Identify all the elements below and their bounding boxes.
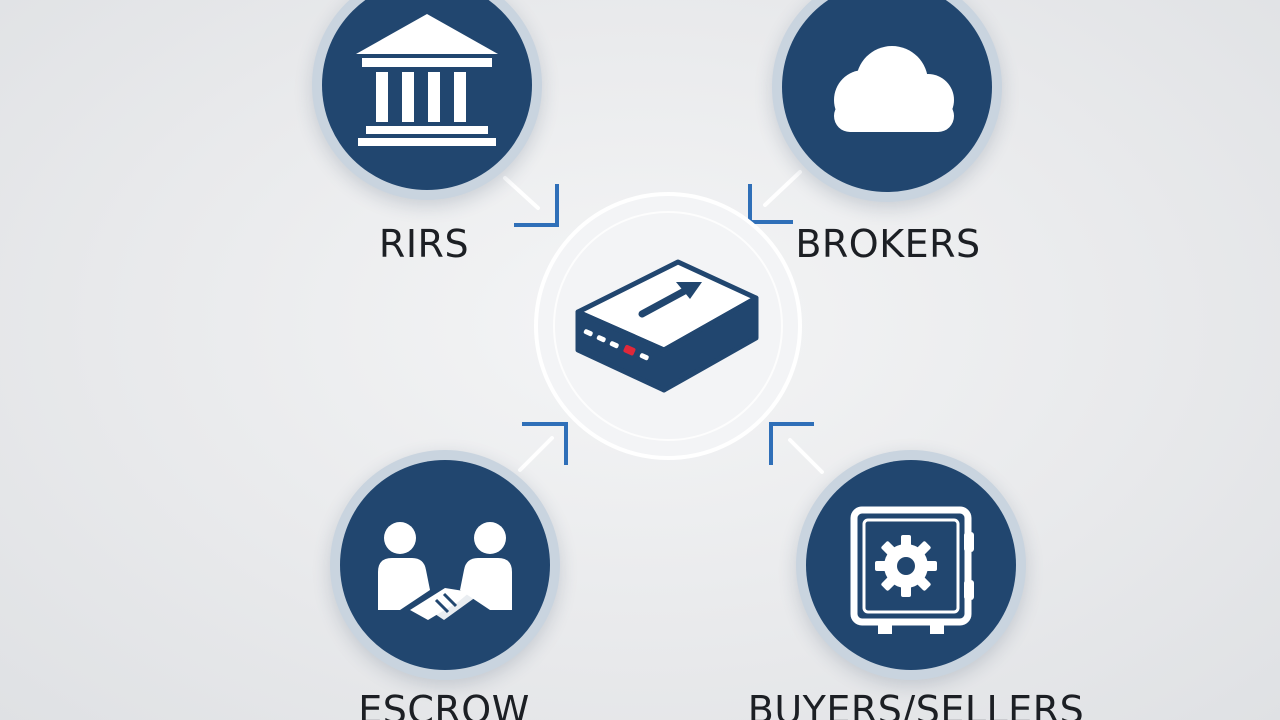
label-escrow: ESCROW xyxy=(358,688,530,720)
node-brokers xyxy=(772,0,1002,202)
node-rirs xyxy=(312,0,542,200)
node-buyers-sellers-disc xyxy=(806,460,1016,670)
label-buyers-sellers: BUYERS/SELLERS xyxy=(747,688,1085,720)
label-brokers: BROKERS xyxy=(795,222,981,266)
red-indicator-light xyxy=(623,344,636,356)
cloud-icon xyxy=(834,46,954,132)
node-rirs-disc xyxy=(322,0,532,190)
connector-escrow xyxy=(518,436,554,472)
connector-rirs xyxy=(503,176,540,210)
node-escrow-disc xyxy=(340,460,550,670)
arrowhead-escrow xyxy=(522,422,568,465)
node-brokers-disc xyxy=(782,0,992,192)
bank-icon xyxy=(356,14,498,146)
node-escrow xyxy=(330,450,560,680)
connector-brokers xyxy=(763,170,802,207)
label-rirs: RIRS xyxy=(378,222,470,266)
arrowhead-buyers-sellers xyxy=(769,422,814,465)
arrowhead-rirs xyxy=(514,184,559,227)
connector-buyers-sellers xyxy=(788,438,824,474)
network-box-icon xyxy=(575,259,759,393)
handshake-icon xyxy=(378,522,512,620)
hub-inner-ring xyxy=(553,211,783,441)
safe-icon xyxy=(850,506,974,634)
node-buyers-sellers xyxy=(796,450,1026,680)
connector-lines xyxy=(503,170,824,474)
